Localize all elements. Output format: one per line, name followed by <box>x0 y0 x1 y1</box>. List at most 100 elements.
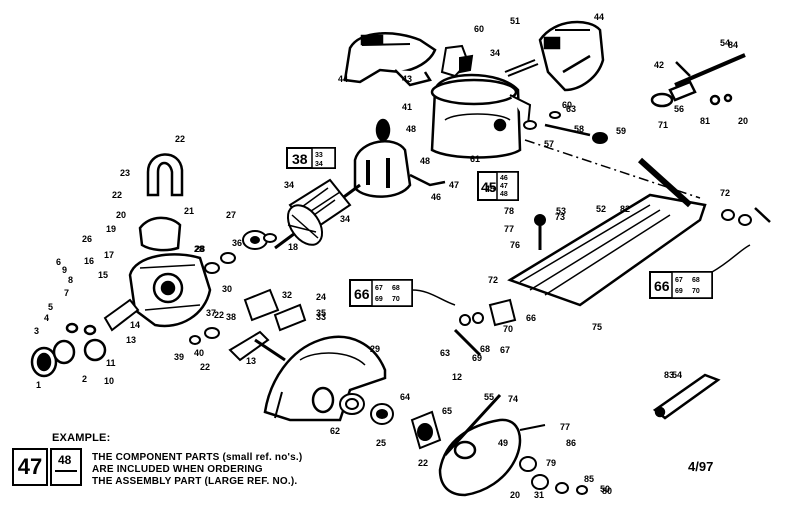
armature-part <box>274 178 361 250</box>
callout: 7 <box>64 288 69 298</box>
legend-small-ref: 48 <box>58 453 72 467</box>
callout: 12 <box>452 372 462 382</box>
small-washers-upper <box>523 111 608 144</box>
assembly-box-38: 38 33 34 <box>286 147 336 169</box>
callout: 50 <box>600 484 610 494</box>
assembly-box-66-left: 66 67 68 69 70 <box>349 279 413 307</box>
callout: 82 <box>620 204 630 214</box>
callout: 13 <box>246 356 256 366</box>
svg-text:47: 47 <box>500 183 508 190</box>
assembly-box-45: 45 46 47 48 <box>477 171 519 201</box>
callout: 62 <box>330 426 340 436</box>
callout: 5 <box>48 302 53 312</box>
callout: 28 <box>195 244 205 254</box>
legend-large-ref: 47 <box>12 448 48 486</box>
callout: 21 <box>184 206 194 216</box>
callout: 22 <box>200 362 210 372</box>
callout: 14 <box>130 320 140 330</box>
callout: 48 <box>406 124 416 134</box>
callout: 57 <box>544 139 554 149</box>
callout: 45 <box>485 184 495 194</box>
legend-line: THE COMPONENT PARTS (small ref. no's.) <box>92 452 303 463</box>
bevel-lever-part <box>650 53 746 108</box>
callout: 79 <box>546 458 556 468</box>
legend-line: ARE INCLUDED WHEN ORDERING <box>92 464 263 475</box>
callout: 32 <box>282 290 292 300</box>
switch-part <box>440 44 474 78</box>
callout: 60 <box>474 24 484 34</box>
svg-text:66: 66 <box>654 278 670 294</box>
callout: 28 <box>194 244 204 254</box>
callout: 53 <box>556 206 566 216</box>
callout: 73 <box>555 212 565 222</box>
legend-small-ref-box: 48 <box>50 448 82 486</box>
callout: 58 <box>574 124 584 134</box>
callout: 85 <box>584 474 594 484</box>
callout: 69 <box>472 353 482 363</box>
svg-text:66: 66 <box>354 286 370 302</box>
callout: 86 <box>566 438 576 448</box>
callout: 48 <box>420 156 430 166</box>
callout: 2 <box>82 374 87 384</box>
callout: 6 <box>56 257 61 267</box>
callout: 44 <box>594 12 604 22</box>
leader-66-right <box>711 244 751 273</box>
callout: 24 <box>316 292 326 302</box>
callout: 8 <box>68 275 73 285</box>
callout: 72 <box>488 275 498 285</box>
gear-case-part <box>128 253 212 328</box>
callout: 34 <box>284 180 294 190</box>
callout: 76 <box>510 240 520 250</box>
callout: 63 <box>440 348 450 358</box>
callout: 38 <box>226 312 236 322</box>
leader-66-left <box>411 289 456 306</box>
callout: 16 <box>84 256 94 266</box>
svg-text:48: 48 <box>500 191 508 198</box>
callout: 70 <box>503 324 513 334</box>
svg-text:67: 67 <box>675 277 683 284</box>
callout: 22 <box>175 134 185 144</box>
callout: 84 <box>728 40 738 50</box>
main-handle-part <box>538 20 605 92</box>
callout: 27 <box>226 210 236 220</box>
callout: 56 <box>674 104 684 114</box>
svg-text:68: 68 <box>392 285 400 292</box>
shoe-part <box>507 157 707 307</box>
callout: 15 <box>98 270 108 280</box>
callout: 42 <box>654 60 664 70</box>
callout: 54 <box>720 38 730 48</box>
svg-text:45: 45 <box>481 179 497 195</box>
callout: 26 <box>82 234 92 244</box>
callout: 55 <box>484 392 494 402</box>
callout: 74 <box>508 394 518 404</box>
legend-small-ref-bar <box>55 470 77 472</box>
callout: 75 <box>592 322 602 332</box>
lever-bracket-part <box>410 410 442 450</box>
callout: 66 <box>526 313 536 323</box>
date-code: 4/97 <box>688 459 714 474</box>
callout: 4 <box>44 313 49 323</box>
svg-text:70: 70 <box>392 296 400 303</box>
callout: 11 <box>106 358 116 368</box>
bearing-washers-left <box>189 230 277 345</box>
callout: 39 <box>174 352 184 362</box>
callout: 81 <box>700 116 710 126</box>
callout: 31 <box>534 490 544 500</box>
callout: 20 <box>510 490 520 500</box>
callout: 64 <box>400 392 410 402</box>
callout: 47 <box>449 180 459 190</box>
callout: 41 <box>402 102 412 112</box>
callout: 17 <box>104 250 114 260</box>
callout: 19 <box>106 224 116 234</box>
svg-text:68: 68 <box>692 277 700 284</box>
svg-text:46: 46 <box>500 175 508 182</box>
legend-line: THE ASSEMBLY PART (LARGE REF. NO.). <box>92 476 298 487</box>
callout: 35 <box>316 308 326 318</box>
callout: 44 <box>338 74 348 84</box>
blade-clamp-parts <box>30 322 107 378</box>
bevel-clamp-lever-part <box>652 373 721 420</box>
upper-guard-part <box>263 335 387 422</box>
field-assembly-part <box>353 118 446 198</box>
legend-title: EXAMPLE: <box>52 432 111 444</box>
